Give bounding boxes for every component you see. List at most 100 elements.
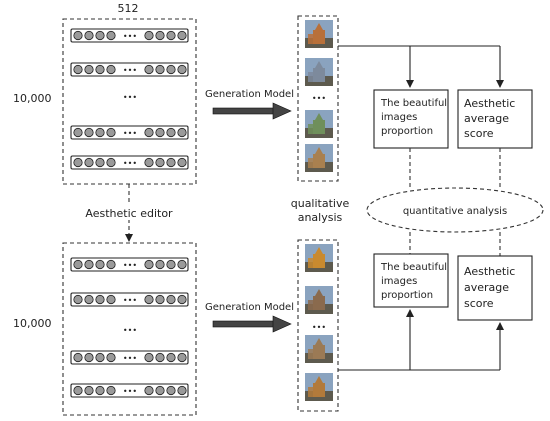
latent-unit <box>177 352 187 363</box>
latent-unit <box>106 352 116 363</box>
top-image-tiles: ••• <box>305 20 333 172</box>
top-score-box <box>457 89 533 149</box>
latent-unit <box>155 64 165 75</box>
latent-unit <box>84 127 94 138</box>
bottom-proportion-box <box>373 253 449 308</box>
latent-unit <box>84 157 94 168</box>
latent-unit <box>95 30 105 41</box>
bottom-score-line2: average <box>464 281 509 294</box>
latent-unit <box>177 30 187 41</box>
latent-unit <box>73 64 83 75</box>
latent-unit <box>155 352 165 363</box>
bottom-generation-arrow <box>212 315 292 333</box>
latent-unit <box>166 127 176 138</box>
latent-unit <box>177 157 187 168</box>
latent-unit <box>144 157 154 168</box>
bottom-image-tiles: ••• <box>305 244 333 401</box>
bottom-proportion-line2: images <box>381 276 417 287</box>
rows-ellipsis: ••• <box>123 93 137 102</box>
latent-vector-row: ••• <box>70 257 189 272</box>
row-ellipsis: ••• <box>123 261 137 270</box>
latent-unit <box>166 30 176 41</box>
row-ellipsis: ••• <box>123 387 137 396</box>
latent-unit <box>155 259 165 270</box>
qualitative-label-line1: qualitative <box>291 197 350 210</box>
bottom-connectors <box>338 309 504 371</box>
top-image-column <box>297 15 339 182</box>
latent-unit <box>95 352 105 363</box>
latent-unit <box>144 385 154 396</box>
latent-unit <box>84 259 94 270</box>
latent-unit <box>144 127 154 138</box>
latent-unit <box>73 30 83 41</box>
latent-unit <box>95 294 105 305</box>
latent-unit <box>166 294 176 305</box>
latent-unit <box>73 157 83 168</box>
quantitative-links <box>409 148 501 256</box>
qualitative-label-line2: analysis <box>298 211 343 224</box>
latent-vector-row: ••• <box>70 28 189 43</box>
latent-unit <box>84 30 94 41</box>
top-generation-label: Generation Model <box>205 89 294 100</box>
bottom-score-box <box>457 255 533 321</box>
top-proportion-box <box>373 89 449 149</box>
row-ellipsis: ••• <box>123 66 137 75</box>
generated-image <box>305 144 333 172</box>
latent-vector-row: ••• <box>70 292 189 307</box>
latent-unit <box>177 294 187 305</box>
rows-ellipsis: ••• <box>123 326 137 335</box>
row-ellipsis: ••• <box>123 129 137 138</box>
top-count-label: 10,000 <box>13 92 52 105</box>
latent-unit <box>155 127 165 138</box>
images-ellipsis: ••• <box>312 323 326 332</box>
bottom-score-line3: score <box>464 297 494 310</box>
latent-unit <box>155 294 165 305</box>
latent-vector-row: ••• <box>70 125 189 140</box>
top-latent-rows: ••• ••• ••• ••• ••• <box>70 28 189 170</box>
top-score-line2: average <box>464 112 509 125</box>
latent-unit <box>106 385 116 396</box>
generated-image <box>305 373 333 401</box>
latent-unit <box>106 30 116 41</box>
latent-vector-row: ••• <box>70 350 189 365</box>
generated-image <box>305 335 333 363</box>
latent-unit <box>95 385 105 396</box>
latent-unit <box>177 259 187 270</box>
latent-unit <box>73 385 83 396</box>
latent-unit <box>166 385 176 396</box>
bottom-proportion-line3: proportion <box>381 290 433 301</box>
images-ellipsis: ••• <box>312 94 326 103</box>
latent-unit <box>144 294 154 305</box>
top-proportion-line2: images <box>381 112 417 123</box>
latent-unit <box>106 127 116 138</box>
latent-unit <box>166 352 176 363</box>
latent-unit <box>177 385 187 396</box>
latent-unit <box>106 294 116 305</box>
latent-unit <box>84 294 94 305</box>
top-proportion-line1: The beautiful <box>380 98 447 109</box>
latent-vector-row: ••• <box>70 383 189 398</box>
row-ellipsis: ••• <box>123 296 137 305</box>
latent-unit <box>95 64 105 75</box>
generated-image <box>305 58 333 86</box>
bottom-latent-rows: ••• ••• ••• ••• ••• <box>70 257 189 398</box>
latent-unit <box>95 127 105 138</box>
latent-unit <box>144 30 154 41</box>
top-generation-arrow <box>212 102 292 120</box>
generated-image <box>305 20 333 48</box>
row-ellipsis: ••• <box>123 32 137 41</box>
quantitative-ellipse <box>366 187 544 233</box>
row-ellipsis: ••• <box>123 159 137 168</box>
latent-unit <box>84 385 94 396</box>
top-score-line3: score <box>464 127 494 140</box>
bottom-image-column <box>297 239 339 412</box>
latent-vector-row: ••• <box>70 155 189 170</box>
bottom-proportion-line1: The beautiful <box>380 262 447 273</box>
top-connectors <box>338 45 504 88</box>
generated-image <box>305 110 333 138</box>
latent-unit <box>73 294 83 305</box>
latent-unit <box>84 352 94 363</box>
top-score-line1: Aesthetic <box>464 97 515 110</box>
latent-unit <box>166 259 176 270</box>
